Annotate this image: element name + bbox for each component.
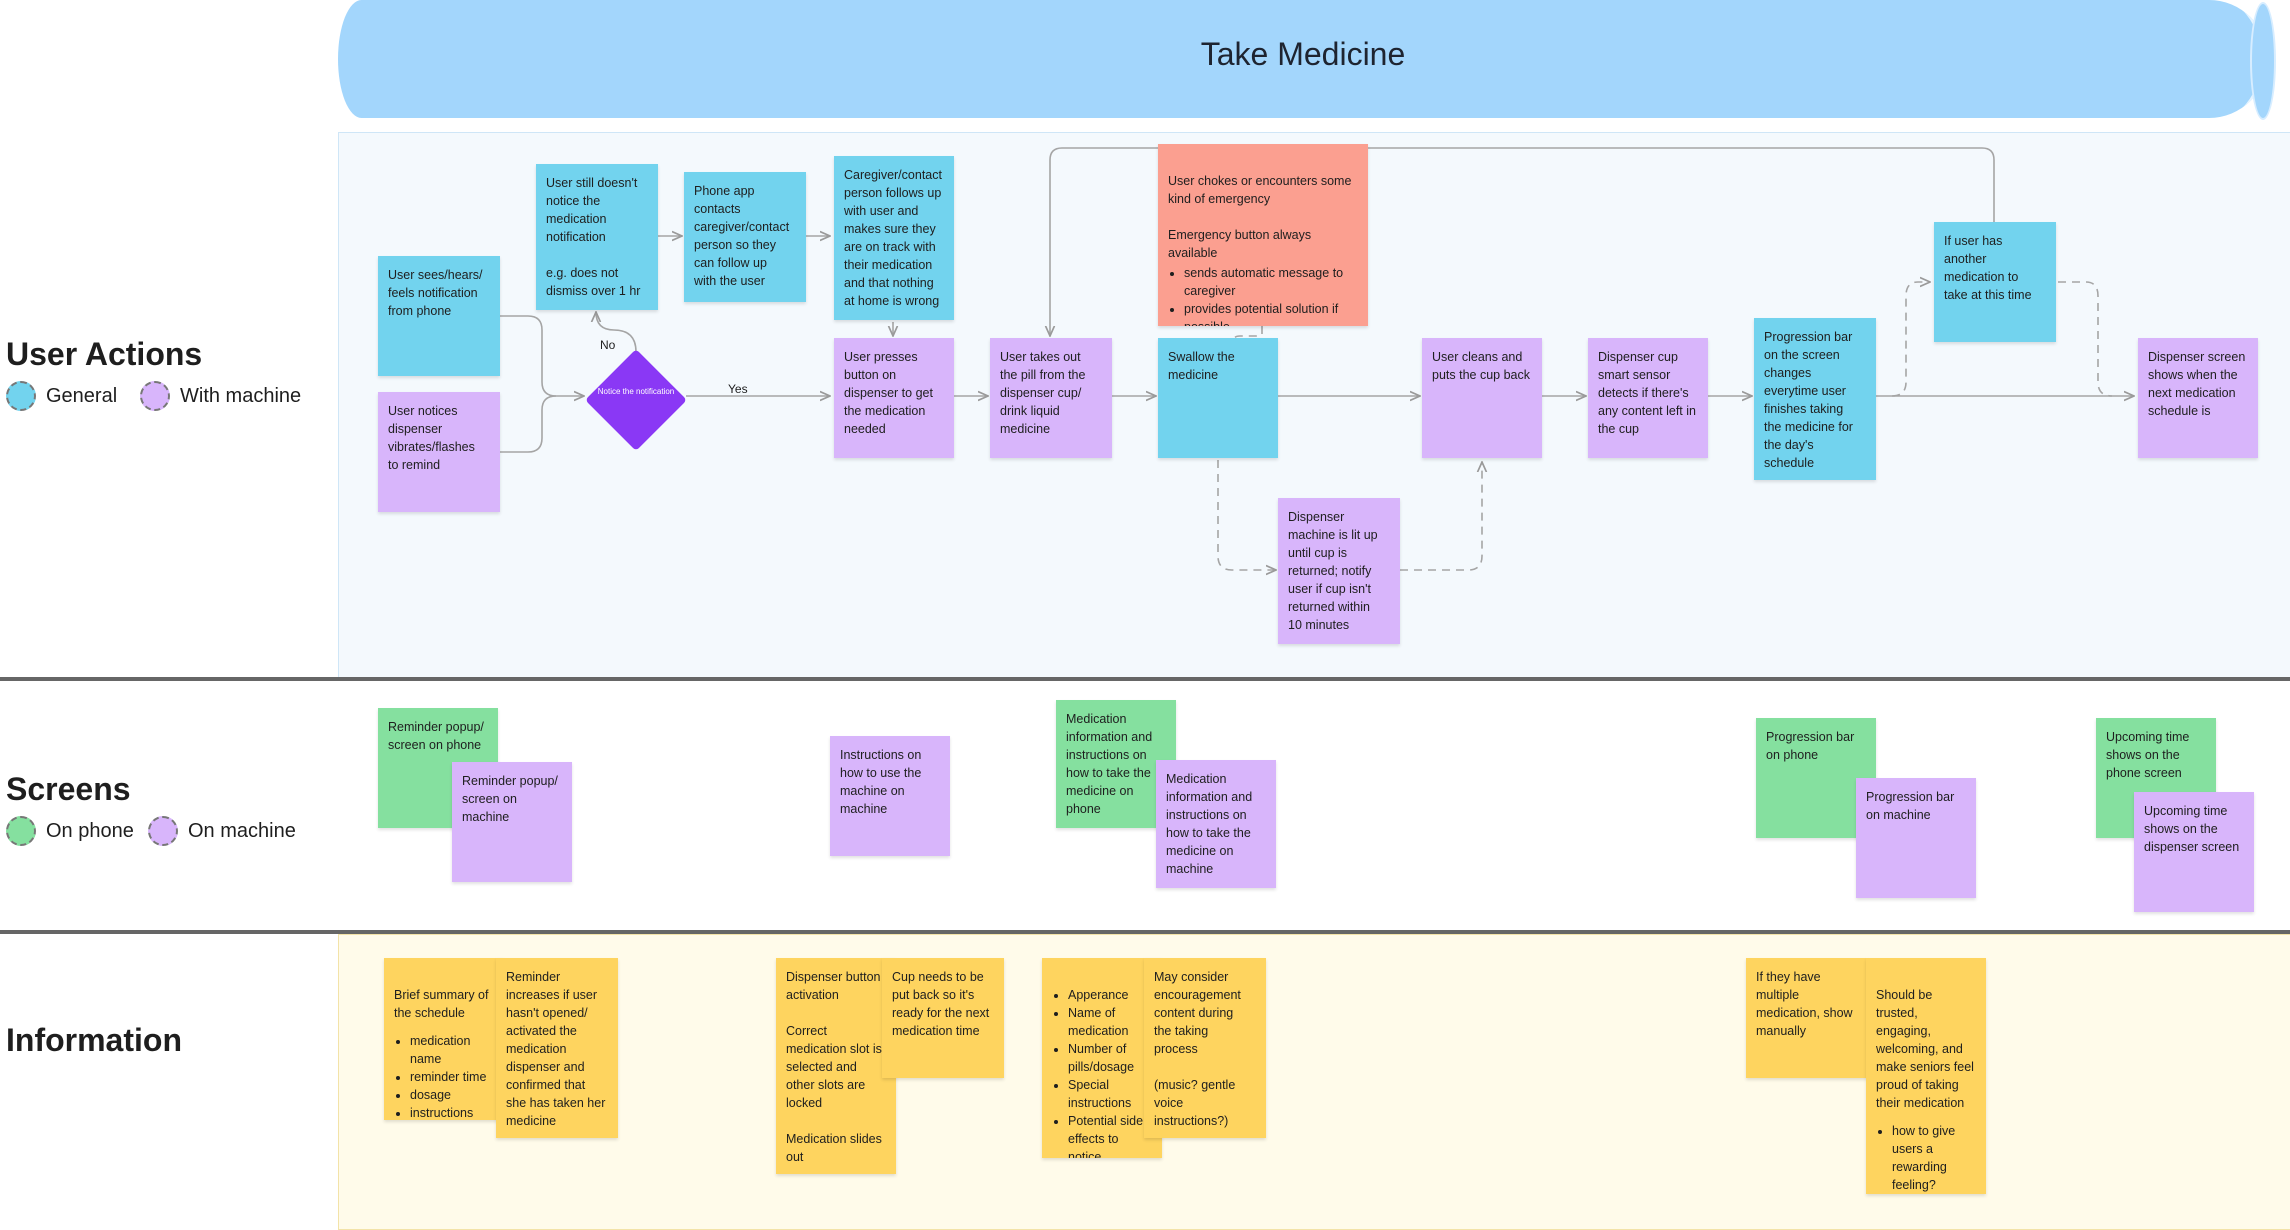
sticky-takes-pill: User takes out the pill from the dispens… bbox=[990, 338, 1112, 458]
brief-summary-bullets: medication name reminder time dosage ins… bbox=[394, 1032, 494, 1120]
sticky-brief-summary: Brief summary of the schedule medication… bbox=[384, 958, 504, 1120]
lane-divider-1 bbox=[0, 677, 2290, 681]
lane-title-screens: Screens bbox=[6, 771, 131, 807]
legend-on-phone-label: On phone bbox=[46, 819, 134, 842]
brief-bullet: medication name bbox=[410, 1032, 494, 1068]
brief-bullet: dosage bbox=[410, 1086, 494, 1104]
legend-on-machine: On machine bbox=[148, 816, 296, 846]
title-banner-rim bbox=[2250, 2, 2276, 120]
sticky-trusted: Should be trusted, engaging, welcoming, … bbox=[1866, 958, 1986, 1194]
sticky-appearance: Apperance Name of medication Number of p… bbox=[1042, 958, 1162, 1158]
legend-with-machine: With machine bbox=[140, 381, 301, 411]
lane-divider-2 bbox=[0, 930, 2290, 934]
sticky-med-info-machine: Medication information and instructions … bbox=[1156, 760, 1276, 888]
sticky-notices-dispenser: User notices dispenser vibrates/flashes … bbox=[378, 392, 500, 512]
page-title: Take Medicine bbox=[1200, 36, 1406, 72]
emergency-bullet: sends automatic message to caregiver bbox=[1184, 264, 1358, 300]
sticky-swallow: Swallow the medicine bbox=[1158, 338, 1278, 458]
trusted-text: Should be trusted, engaging, welcoming, … bbox=[1876, 988, 1974, 1110]
screens-lane-area bbox=[338, 682, 2290, 930]
lane-title-information: Information bbox=[6, 1022, 182, 1058]
sticky-encouragement: May consider encouragement content durin… bbox=[1144, 958, 1266, 1138]
edge-label-yes: Yes bbox=[728, 382, 748, 396]
decision-label: Notice the notification bbox=[597, 387, 675, 396]
trusted-bullet: how to give users a rewarding feeling? bbox=[1892, 1122, 1976, 1194]
lane-title-user-actions: User Actions bbox=[6, 336, 203, 372]
sticky-upcoming-machine: Upcoming time shows on the dispenser scr… bbox=[2134, 792, 2254, 912]
sticky-presses-button: User presses button on dispenser to get … bbox=[834, 338, 954, 458]
appearance-bullet: Potential side effects to notice bbox=[1068, 1112, 1152, 1158]
legend-on-machine-label: On machine bbox=[188, 819, 296, 842]
on-phone-swatch bbox=[6, 816, 36, 846]
sticky-instructions-machine: Instructions on how to use the machine o… bbox=[830, 736, 950, 856]
sticky-machine-lit: Dispenser machine is lit up until cup is… bbox=[1278, 498, 1400, 644]
appearance-bullet: Name of medication bbox=[1068, 1004, 1152, 1040]
brief-bullet: reminder time bbox=[410, 1068, 494, 1086]
appearance-bullets: Apperance Name of medication Number of p… bbox=[1052, 986, 1152, 1158]
sticky-progression-bar: Progression bar on the screen changes ev… bbox=[1754, 318, 1876, 480]
sticky-next-schedule: Dispenser screen shows when the next med… bbox=[2138, 338, 2258, 458]
legend-general: General bbox=[6, 381, 117, 411]
brief-summary-text: Brief summary of the schedule bbox=[394, 988, 489, 1020]
trusted-bullets: how to give users a rewarding feeling? bbox=[1876, 1122, 1976, 1194]
appearance-bullet: Number of pills/dosage bbox=[1068, 1040, 1152, 1076]
with-machine-swatch bbox=[140, 381, 170, 411]
sticky-phone-app-contacts: Phone app contacts caregiver/contact per… bbox=[684, 172, 806, 302]
emergency-bullet: provides potential solution if possible bbox=[1184, 300, 1358, 326]
sticky-dispenser-activation: Dispenser button activation Correct medi… bbox=[776, 958, 896, 1174]
sticky-cup-back: Cup needs to be put back so it's ready f… bbox=[882, 958, 1004, 1078]
sticky-still-doesnt-notice: User still doesn't notice the medication… bbox=[536, 164, 658, 310]
appearance-bullet: Apperance bbox=[1068, 986, 1152, 1004]
sticky-emergency: User chokes or encounters some kind of e… bbox=[1158, 144, 1368, 326]
edge-label-no: No bbox=[600, 338, 616, 352]
sticky-smart-sensor: Dispenser cup smart sensor detects if th… bbox=[1588, 338, 1708, 458]
sticky-another-medication: If user has another medication to take a… bbox=[1934, 222, 2056, 342]
legend-on-phone: On phone bbox=[6, 816, 134, 846]
sticky-reminder-increases: Reminder increases if user hasn't opened… bbox=[496, 958, 618, 1138]
legend-general-label: General bbox=[46, 384, 118, 407]
emergency-text: User chokes or encounters some kind of e… bbox=[1168, 174, 1352, 260]
information-lane-area bbox=[338, 934, 2290, 1230]
sticky-caregiver-follows: Caregiver/contact person follows up with… bbox=[834, 156, 954, 320]
on-machine-swatch bbox=[148, 816, 178, 846]
legend-with-machine-label: With machine bbox=[180, 384, 302, 407]
emergency-bullets: sends automatic message to caregiver pro… bbox=[1168, 264, 1358, 326]
brief-bullet: instructions bbox=[410, 1104, 494, 1120]
sticky-progress-machine: Progression bar on machine bbox=[1856, 778, 1976, 898]
sticky-multiple-medication: If they have multiple medication, show m… bbox=[1746, 958, 1868, 1078]
general-swatch bbox=[6, 381, 36, 411]
sticky-cleans-cup: User cleans and puts the cup back bbox=[1422, 338, 1542, 458]
appearance-bullet: Special instructions bbox=[1068, 1076, 1152, 1112]
title-banner bbox=[338, 0, 2268, 118]
sticky-reminder-machine: Reminder popup/ screen on machine bbox=[452, 762, 572, 882]
sticky-sees-notification: User sees/hears/ feels notification from… bbox=[378, 256, 500, 376]
